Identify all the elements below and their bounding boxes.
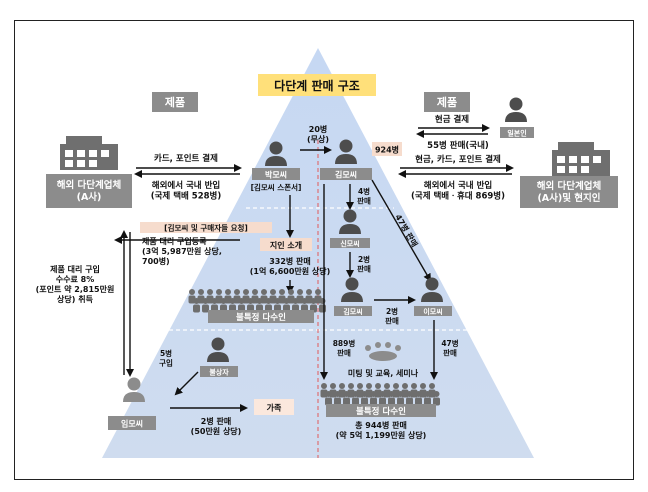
unknown-box [200,366,238,377]
kim-924-label: 924병 [375,145,399,155]
park-box [252,168,300,180]
crowd-person-icon [325,391,332,406]
crowd-person-icon [388,391,395,406]
seminar-label: 미팅 및 교육, 세미나 [348,368,419,378]
request-note-box [140,222,272,233]
overseas-company-label: 해외 다단계업체(A사) [57,179,122,203]
overseas-company-local-label: 해외 다단계업체(A사)및 현지인 [537,180,602,204]
crowd-person-icon [352,391,359,406]
products-right-label: 제품 [437,95,457,109]
card-point-pay-label: 카드, 포인트 결제 [154,153,218,164]
kim-924-box [372,142,402,156]
total-944-label: 총 944병 판매(약 5억 1,199만원 상당) [336,420,427,440]
kim2-box [334,306,372,316]
cash-pay-label: 현금 결제 [435,114,469,125]
crowd-person-icon [361,391,368,406]
free-20-label: 20병(무상) [307,124,329,144]
buyer-label: 일본인 [507,129,526,138]
building-icon [552,142,610,176]
park-sub-label: [김모씨 스폰서] [251,182,302,192]
request-note-label: [김모씨 및 구매자들 요청] [164,223,248,233]
products-left-box [152,92,198,112]
domestic-55-label: 55병 판매(국내) [427,140,489,151]
lim-box [108,416,156,430]
kim-label: 김모씨 [335,170,357,180]
kim2-label: 김모씨 [343,307,362,316]
acquaint-label: 지인 소개 [270,240,302,250]
import-left-label: 해외에서 국내 반입(국제 택배 528병) [151,180,222,202]
park-label: 박모씨 [265,170,287,180]
cash-card-point-label: 현금, 카드, 포인트 결제 [415,154,501,165]
crowd-left-label: 불특정 다수인 [236,312,286,323]
acquaint-box [260,238,312,251]
crowd-person-icon [370,391,377,406]
products-right-box [424,92,470,112]
import-right-label: 해외에서 국내 반입(국제 택배ㆍ휴대 869병) [411,180,505,202]
page-title: 다단계 판매 구조 [274,78,360,93]
overseas-company-local-box [520,176,618,208]
buyer-person-icon [505,97,527,122]
lim-label: 임모씨 [121,419,143,429]
crowd-person-icon [397,391,404,406]
meeting-table-icon [365,342,401,361]
crowd-person-icon [319,298,326,313]
sale-2c-label: 2병 판매(50만원 상당) [191,416,242,436]
products-left-label: 제품 [165,95,185,109]
crowd-person-icon [343,391,350,406]
kim-box [320,168,372,180]
family-box [254,399,294,415]
family-label: 가족 [267,403,282,413]
crowd-person-icon [334,391,341,406]
crowd-person-icon [406,391,413,406]
crowd-person-icon [424,391,431,406]
unknown-label: 불상자 [209,368,229,377]
shin-label: 신모씨 [340,239,359,248]
title-box [258,74,376,96]
building-icon [60,136,118,170]
lee-label: 이모씨 [423,307,442,316]
crowd-person-icon [202,298,209,313]
crowd-left-box [208,310,314,323]
sale-332-label: 332병 판매(1억 6,600만원 상당) [250,256,331,276]
crowd-person-icon [415,391,422,406]
crowd-right-label: 불특정 다수인 [356,406,406,417]
crowd-person-icon [193,298,200,313]
crowd-right-box [326,404,436,417]
crowd-person-icon [379,391,386,406]
buyer-box [500,127,534,138]
shin-box [330,238,370,248]
overseas-company-box [46,174,132,208]
crowd-person-icon [433,391,440,406]
proxy-reg-label: 제품 대리 구입등록(3억 5,987만원 상당,700병) [142,236,222,266]
lee-box [414,306,452,316]
